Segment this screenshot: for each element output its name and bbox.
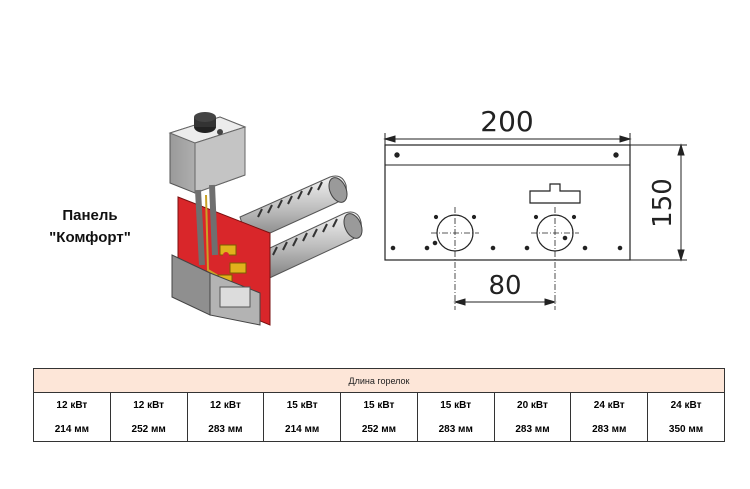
power-cell: 12 кВт — [109, 392, 188, 417]
length-cell: 350 мм — [647, 417, 725, 442]
burner-tube-lower — [254, 211, 363, 282]
burner-length-table: Длина горелок 12 кВт 12 кВт 12 кВт 15 кВ… — [33, 368, 725, 442]
table-header: Длина горелок — [33, 368, 725, 393]
length-cell: 283 мм — [493, 417, 572, 442]
power-cell: 24 кВт — [570, 392, 649, 417]
length-cell: 283 мм — [416, 417, 495, 442]
valve-slot — [529, 183, 581, 204]
power-cell: 12 кВт — [33, 392, 111, 417]
power-cell: 15 кВт — [416, 392, 495, 417]
gas-pipes — [195, 184, 218, 266]
dimension-80-label: 80 — [488, 271, 521, 301]
panel-outline — [384, 144, 631, 261]
length-cell: 214 мм — [33, 417, 111, 442]
table-row-length: 214 мм 252 мм 283 мм 214 мм 252 мм 283 м… — [33, 417, 725, 442]
power-cell: 24 кВт — [647, 392, 725, 417]
length-cell: 283 мм — [570, 417, 649, 442]
panel-title-line2: "Комфорт" — [49, 229, 131, 246]
burner-tube-upper — [239, 175, 348, 244]
dimension-150-label: 150 — [648, 178, 678, 228]
power-cell: 12 кВт — [186, 392, 265, 417]
length-cell: 252 мм — [109, 417, 188, 442]
dimension-200-label: 200 — [480, 105, 533, 138]
panel-title: Панель "Комфорт" — [30, 205, 150, 249]
power-cell: 15 кВт — [340, 392, 418, 417]
burner-unit-illustration — [168, 112, 363, 326]
power-cell: 15 кВт — [263, 392, 342, 417]
panel-title-line1: Панель — [62, 207, 118, 224]
table-row-power: 12 кВт 12 кВт 12 кВт 15 кВт 15 кВт 15 кВ… — [33, 392, 725, 417]
length-cell: 283 мм — [186, 417, 265, 442]
gas-valve — [168, 112, 247, 194]
length-cell: 252 мм — [340, 417, 418, 442]
panel-technical-drawing: 200 150 80 — [383, 105, 687, 310]
power-cell: 20 кВт — [493, 392, 572, 417]
length-cell: 214 мм — [263, 417, 342, 442]
